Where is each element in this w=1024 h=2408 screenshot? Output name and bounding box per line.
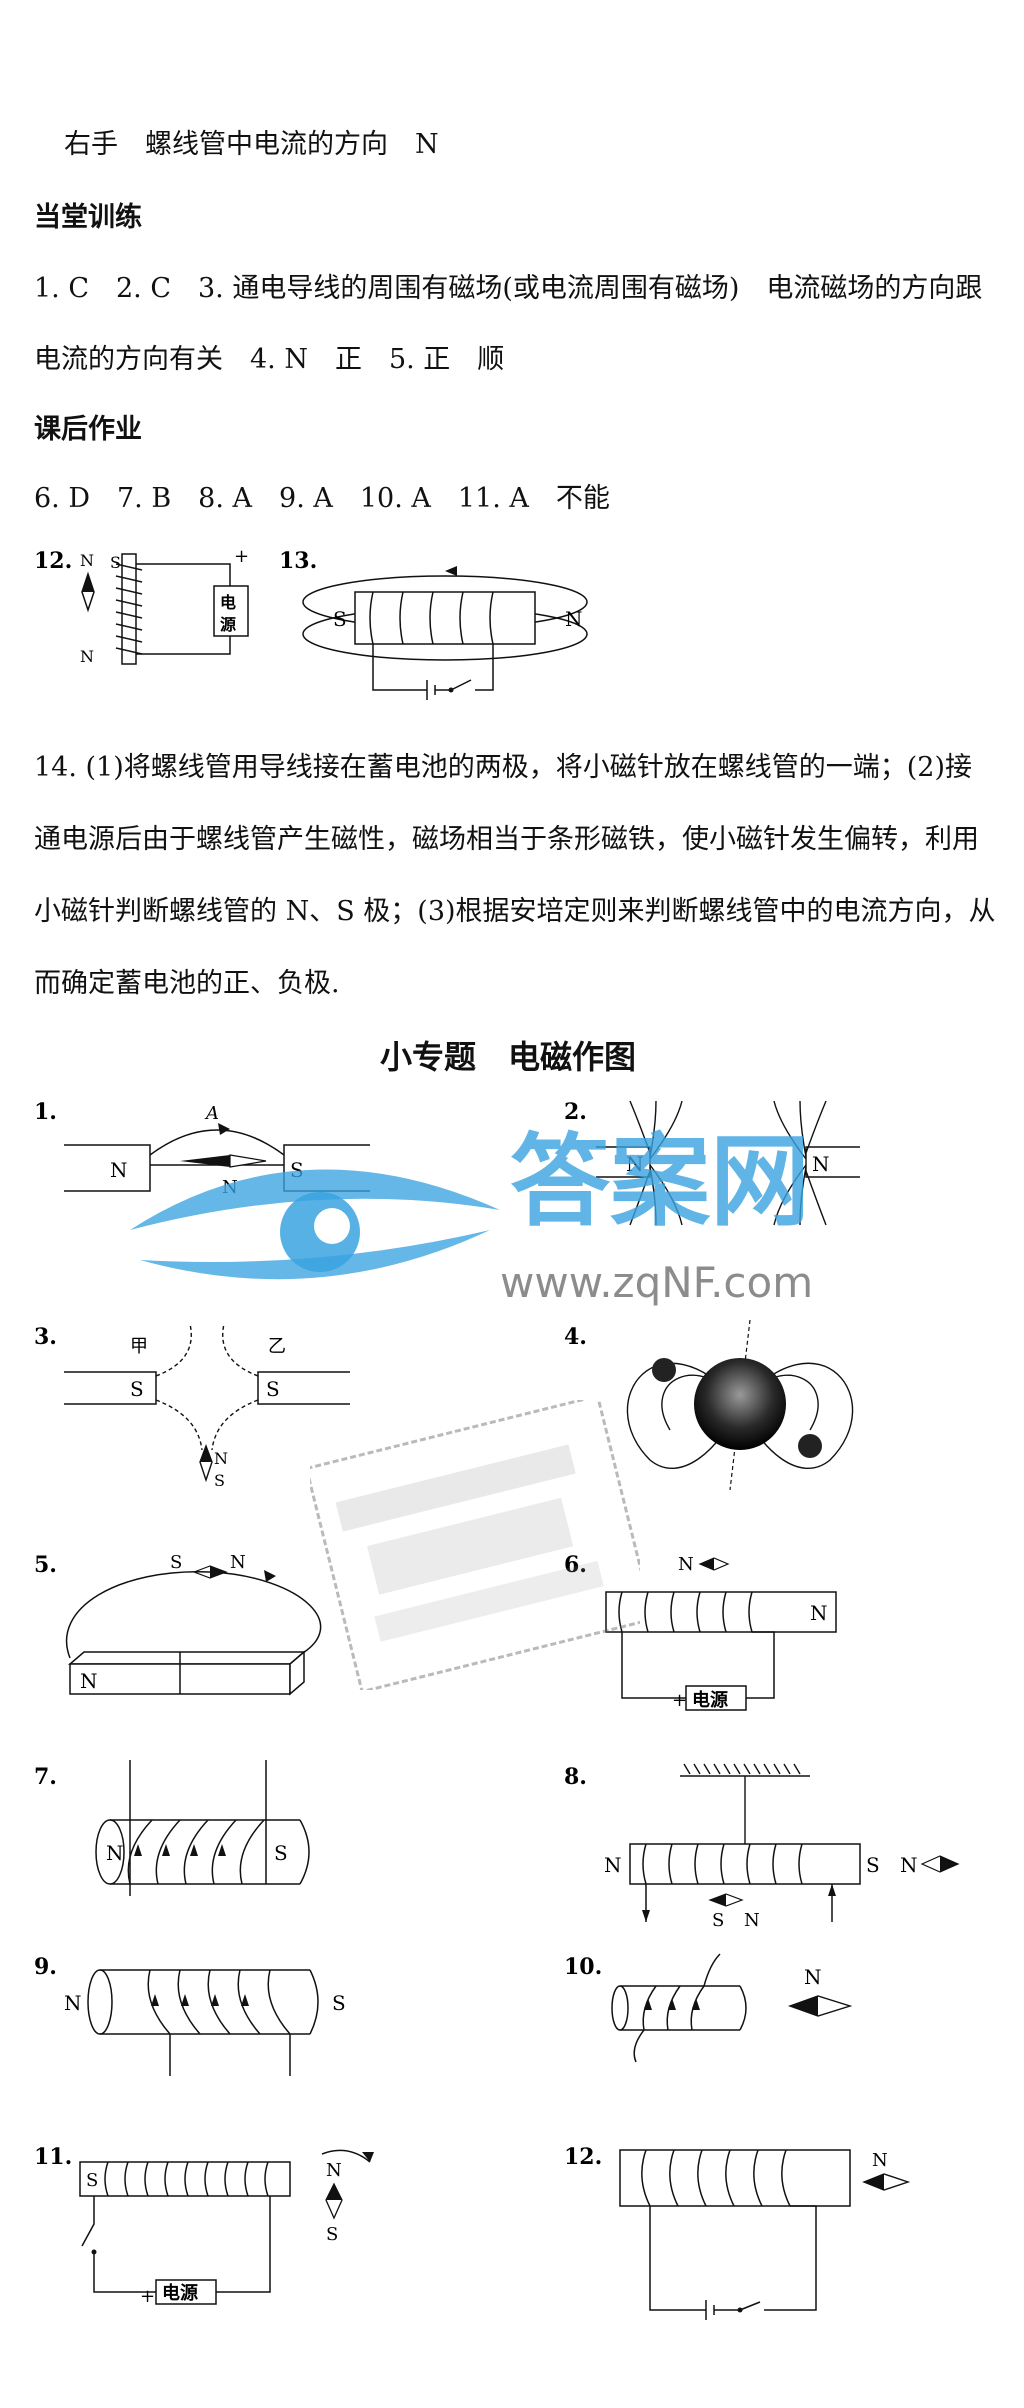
svg-text:12.: 12.: [564, 2144, 602, 2170]
svg-text:N: N: [230, 1552, 246, 1573]
svg-text:甲: 甲: [130, 1336, 148, 1357]
svg-text:N: N: [214, 1449, 228, 1468]
svg-text:11.: 11.: [34, 2144, 72, 2170]
svg-text:7.: 7.: [34, 1764, 57, 1790]
figure-8: 8. N S N S N: [560, 1760, 990, 1931]
svg-text:N: N: [804, 1965, 822, 1989]
svg-text:N: N: [80, 1669, 98, 1693]
svg-text:电源: 电源: [692, 1689, 728, 1711]
special-topic-title: 小专题 电磁作图: [380, 1038, 637, 1076]
svg-text:S: S: [130, 1377, 144, 1401]
figure-9: 9. N S: [30, 1950, 360, 2080]
homework-figure-12: 12. N N S + 电 源: [30, 540, 270, 680]
svg-text:S: S: [266, 1377, 280, 1401]
svg-text:N: N: [626, 1152, 644, 1176]
fig-number: 12.: [34, 548, 72, 574]
svg-text:电源: 电源: [162, 2282, 198, 2304]
section-heading-classwork: 当堂训练: [34, 202, 142, 233]
svg-text:N: N: [900, 1853, 918, 1877]
watermark-url: www.zqNF.com: [500, 1258, 814, 1307]
svg-text:S: S: [274, 1841, 288, 1865]
svg-text:S: S: [866, 1853, 880, 1877]
classwork-answers-line-2: 电流的方向有关 4. N 正 5. 正 顺: [34, 344, 505, 375]
svg-text:电: 电: [220, 593, 236, 612]
classwork-answers-line-1: 1. C 2. C 3. 通电导线的周围有磁场(或电流周围有磁场) 电流磁场的方…: [34, 273, 983, 304]
svg-text:8.: 8.: [564, 1764, 587, 1790]
svg-text:S: S: [712, 1910, 724, 1930]
svg-text:N: N: [810, 1601, 828, 1625]
figure-6: 6. N N + 电源: [560, 1548, 860, 1718]
faded-stamp-image: [304, 1394, 656, 1694]
svg-text:N: N: [110, 1158, 128, 1182]
svg-text:+: +: [140, 2286, 155, 2307]
figure-12: 12. N: [560, 2140, 960, 2320]
figure-7: 7. N S: [30, 1760, 360, 1910]
svg-text:N: N: [604, 1853, 622, 1877]
figure-3: 3. 甲 乙 S S N S: [30, 1320, 380, 1490]
svg-text:6.: 6.: [564, 1552, 587, 1578]
figure-5: 5. S N N: [30, 1548, 360, 1698]
fig13-n-label: N: [565, 607, 583, 631]
figure-2: 2. N N: [560, 1095, 900, 1235]
svg-text:1.: 1.: [34, 1099, 57, 1125]
svg-text:S: S: [326, 2224, 338, 2245]
svg-text:N: N: [326, 2160, 342, 2181]
coil-n-label: N: [80, 647, 94, 666]
figure-10: 10. N: [560, 1950, 890, 2070]
svg-text:源: 源: [220, 615, 236, 634]
homework-figure-13: 13. S N: [275, 540, 615, 700]
homework-answers-line-1: 6. D 7. B 8. A 9. A 10. A 11. A 不能: [34, 483, 610, 514]
q14-line-1: 14. (1)将螺线管用导线接在蓄电池的两极，将小磁针放在螺线管的一端；(2)接: [34, 752, 973, 783]
svg-text:10.: 10.: [564, 1954, 602, 1980]
needle-n-label: N: [80, 551, 94, 570]
svg-text:+: +: [672, 1690, 687, 1711]
q14-line-2: 通电源后由于螺线管产生磁性，磁场相当于条形磁铁，使小磁针发生偏转，利用: [34, 824, 979, 855]
svg-text:S: S: [214, 1471, 225, 1490]
svg-text:S: S: [332, 1991, 346, 2015]
figure-11: 11. S N S + 电源: [30, 2140, 390, 2320]
svg-text:N: N: [106, 1841, 124, 1865]
plus-label: +: [234, 546, 249, 567]
svg-text:3.: 3.: [34, 1324, 57, 1350]
section-heading-homework: 课后作业: [34, 414, 142, 445]
svg-text:N: N: [744, 1910, 760, 1930]
watermark-logo: [120, 1080, 900, 1320]
q14-line-3: 小磁针判断螺线管的 N、S 极；(3)根据安培定则来判断螺线管中的电流方向，从: [34, 896, 996, 927]
fig13-s-label: S: [333, 607, 347, 631]
svg-text:N: N: [678, 1554, 694, 1575]
fig-number: 13.: [279, 548, 317, 574]
figure-4: 4.: [560, 1319, 880, 1491]
svg-text:9.: 9.: [34, 1954, 57, 1980]
svg-text:A: A: [204, 1103, 219, 1124]
q14-line-4: 而确定蓄电池的正、负极.: [34, 968, 340, 999]
svg-text:S: S: [170, 1552, 182, 1573]
svg-text:乙: 乙: [268, 1336, 286, 1357]
svg-text:5.: 5.: [34, 1552, 57, 1578]
coil-s-label: S: [110, 553, 121, 572]
watermark-brand: 答案网: [510, 1123, 810, 1240]
svg-text:4.: 4.: [564, 1324, 587, 1350]
svg-text:N: N: [872, 2150, 888, 2171]
svg-text:N: N: [812, 1152, 830, 1176]
intro-line: 右手 螺线管中电流的方向 N: [64, 129, 439, 160]
svg-text:N: N: [64, 1991, 82, 2015]
svg-text:S: S: [86, 2170, 98, 2191]
svg-text:2.: 2.: [564, 1099, 587, 1125]
